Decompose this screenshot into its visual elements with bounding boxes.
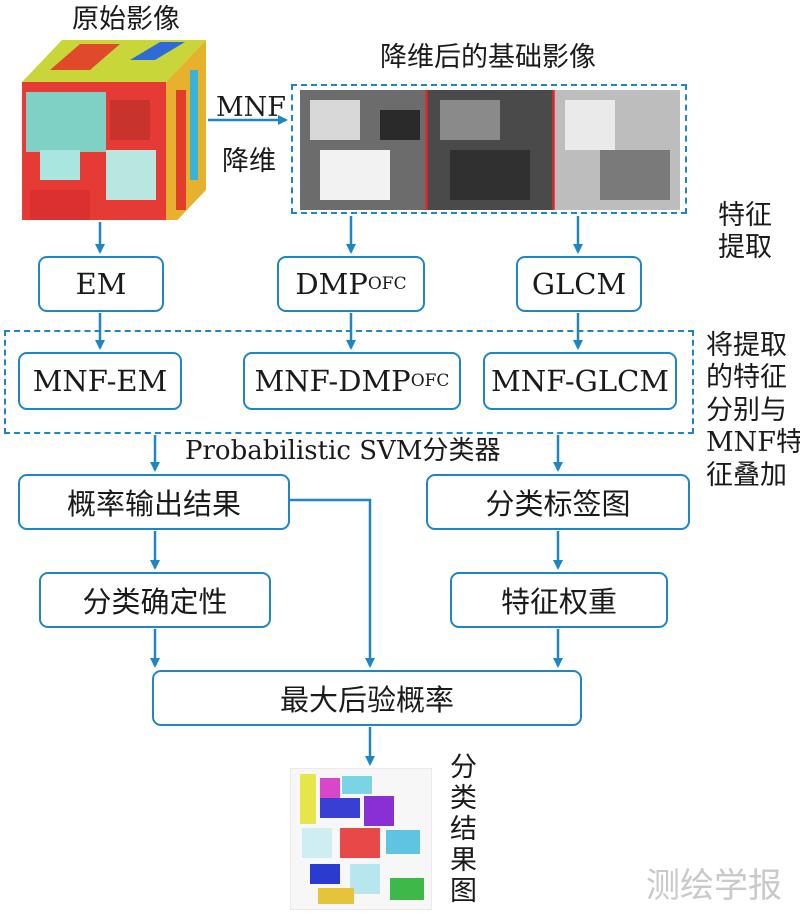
watermark: 测绘学报 [646, 866, 782, 906]
glcm-box: GLCM [516, 256, 642, 312]
arrow-prob-to-map [290, 498, 375, 668]
map-box: 最大后验概率 [152, 670, 582, 726]
svm-classifier-label: Probabilistic SVM分类器 [185, 436, 501, 466]
mnf-glcm-box: MNF-GLCM [483, 352, 677, 410]
em-box: EM [38, 256, 164, 312]
label-map-box: 分类标签图 [426, 474, 690, 530]
result-map-label: 分 类 结 果 图 [450, 752, 477, 908]
hyperspectral-cube-image [22, 40, 206, 220]
overlay-frame [4, 330, 694, 434]
reduced-base-images [300, 90, 680, 210]
mnf-em-box: MNF-EM [18, 352, 182, 410]
reduced-image-label: 降维后的基础影像 [380, 42, 596, 73]
overlay-label: 将提取 的特征 分别与 MNF特 征叠加 [706, 330, 800, 491]
mnf-label: MNF [216, 92, 287, 123]
probability-output-box: 概率输出结果 [18, 474, 290, 530]
feature-weight-box: 特征权重 [450, 572, 668, 628]
certainty-box: 分类确定性 [39, 572, 271, 628]
classification-result-image [290, 768, 432, 910]
reduce-label: 降维 [222, 146, 276, 177]
reduced-image-frame [291, 84, 687, 214]
original-image-label: 原始影像 [72, 4, 180, 35]
feature-extraction-label: 特征 提取 [718, 200, 772, 264]
